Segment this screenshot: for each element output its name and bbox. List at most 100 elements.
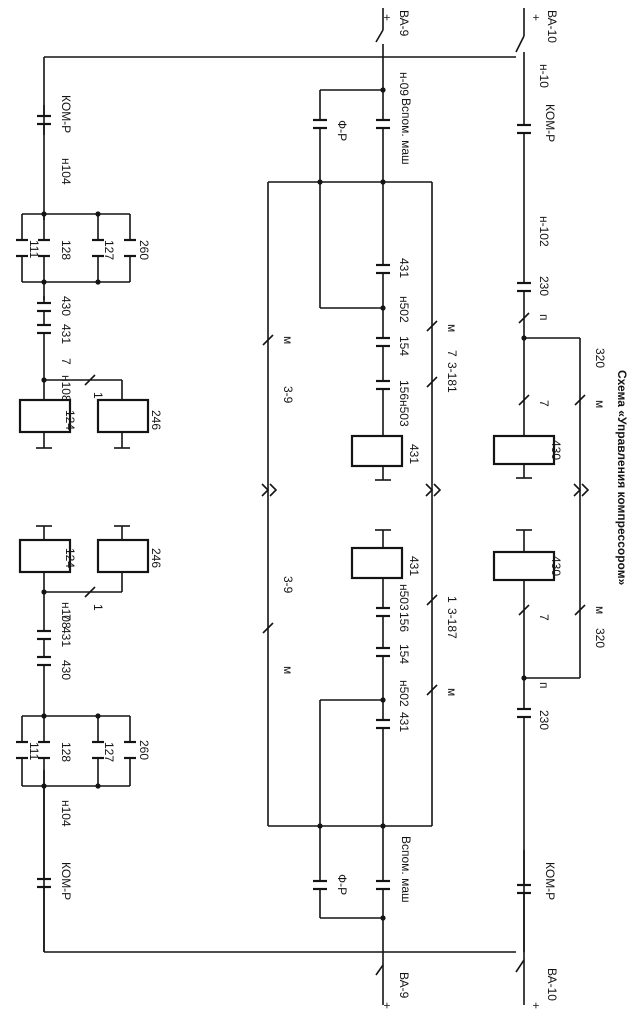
breaker-icon (375, 964, 384, 976)
label-c128: 128 (59, 742, 73, 762)
relay-coil-icon (350, 546, 404, 580)
junction-node (95, 279, 101, 285)
breaker-icon (515, 959, 525, 973)
label-c154: 154 (397, 644, 411, 664)
contact-nc-icon (262, 622, 274, 634)
label-c124: 124 (63, 548, 77, 568)
label-coil430: 430 (549, 440, 563, 460)
junction-node (380, 179, 386, 185)
contact-nc-icon (426, 376, 438, 388)
connector-chevron-icon (573, 483, 582, 497)
label-f_r: Ф-Р (335, 120, 349, 141)
label-c7: 7 (59, 614, 73, 621)
junction-node (317, 823, 323, 829)
label-kom_p: КОМ-Р (59, 95, 73, 133)
diagram-title: Схема «Управления компрессором» (615, 370, 629, 586)
label-c246: 246 (149, 410, 163, 430)
label-c128: 128 (59, 240, 73, 260)
label-c7: 7 (445, 632, 459, 639)
label-n102: н-102 (537, 216, 551, 247)
contact-nc-icon (84, 374, 96, 386)
contact-nc-icon (574, 394, 586, 406)
label-m: м (281, 336, 295, 344)
label-kom_p: КОМ-Р (543, 862, 557, 900)
label-ba10: ВА-10 (545, 968, 559, 1001)
label-z9: 3-9 (281, 386, 295, 404)
label-p: п (537, 682, 551, 689)
label-c111: 111 (27, 240, 41, 259)
relay-coil-icon (492, 550, 556, 582)
label-c156: 156 (397, 612, 411, 632)
label-c124: 124 (63, 410, 77, 430)
label-c260: 260 (137, 240, 151, 260)
connector-chevron-icon (261, 483, 270, 497)
label-kom_p: КОМ-Р (543, 104, 557, 142)
contact-nc-icon (426, 320, 438, 332)
label-n503: н503 (397, 584, 411, 611)
label-n10: н-10 (537, 64, 551, 88)
label-c111: 111 (27, 742, 41, 761)
connector-chevron-icon (425, 483, 434, 497)
label-c431: 431 (397, 712, 411, 732)
label-n108: н108 (59, 375, 73, 402)
label-m: м (593, 400, 607, 408)
label-n104: н104 (59, 158, 73, 185)
label-c430: 430 (59, 660, 73, 680)
plus-sign: + (529, 14, 543, 21)
label-ba9: ВА-9 (397, 972, 411, 999)
junction-node (380, 915, 386, 921)
label-c1: 1 (91, 604, 105, 611)
junction-node (41, 211, 47, 217)
breaker-icon (515, 35, 525, 53)
label-c430: 430 (59, 296, 73, 316)
contact-nc-icon (574, 604, 586, 616)
contact-nc-icon (84, 586, 96, 598)
connector-chevron-icon (581, 483, 590, 497)
label-c7: 7 (537, 614, 551, 621)
label-c431: 431 (59, 324, 73, 344)
label-kom_p: КОМ-Р (59, 862, 73, 900)
label-n502: н502 (397, 296, 411, 323)
label-m: м (281, 666, 295, 674)
contact-nc-icon (426, 594, 438, 606)
label-n104: н104 (59, 800, 73, 827)
relay-coil-icon (492, 434, 556, 466)
junction-node (380, 823, 386, 829)
label-coil430: 430 (549, 556, 563, 576)
label-z318: 3-18 (445, 362, 459, 386)
label-c260: 260 (137, 740, 151, 760)
label-c1: 1 (445, 386, 459, 393)
label-c431: 431 (397, 258, 411, 278)
label-c1: 1 (445, 596, 459, 603)
relay-coil-icon (96, 398, 150, 434)
label-vspom_mash: Вспом. маш (399, 836, 413, 903)
label-z9: 3-9 (281, 576, 295, 594)
junction-node (380, 87, 386, 93)
label-c320: 320 (593, 348, 607, 368)
label-c1: 1 (91, 392, 105, 399)
contact-nc-icon (518, 394, 530, 406)
connector-chevron-icon (433, 483, 442, 497)
label-vspom_mash: Вспом. маш (399, 98, 413, 165)
junction-node (317, 179, 323, 185)
label-m: м (445, 324, 459, 332)
label-c246: 246 (149, 548, 163, 568)
label-n108: н108 (59, 602, 73, 629)
relay-coil-icon (96, 538, 150, 574)
label-coil431: 431 (407, 444, 421, 464)
label-m: м (593, 606, 607, 614)
plus-sign: + (380, 14, 394, 21)
label-c230: 230 (537, 710, 551, 730)
junction-node (95, 713, 101, 719)
label-ba9: ВА-9 (397, 10, 411, 37)
label-z318: 3-18 (445, 608, 459, 632)
label-c7: 7 (59, 358, 73, 365)
relay-coil-icon (350, 434, 404, 468)
relay-coil-icon (18, 398, 72, 434)
label-c127: 127 (102, 742, 116, 762)
label-c320: 320 (593, 628, 607, 648)
label-c7: 7 (537, 400, 551, 407)
junction-node (95, 783, 101, 789)
connector-chevron-icon (269, 483, 278, 497)
